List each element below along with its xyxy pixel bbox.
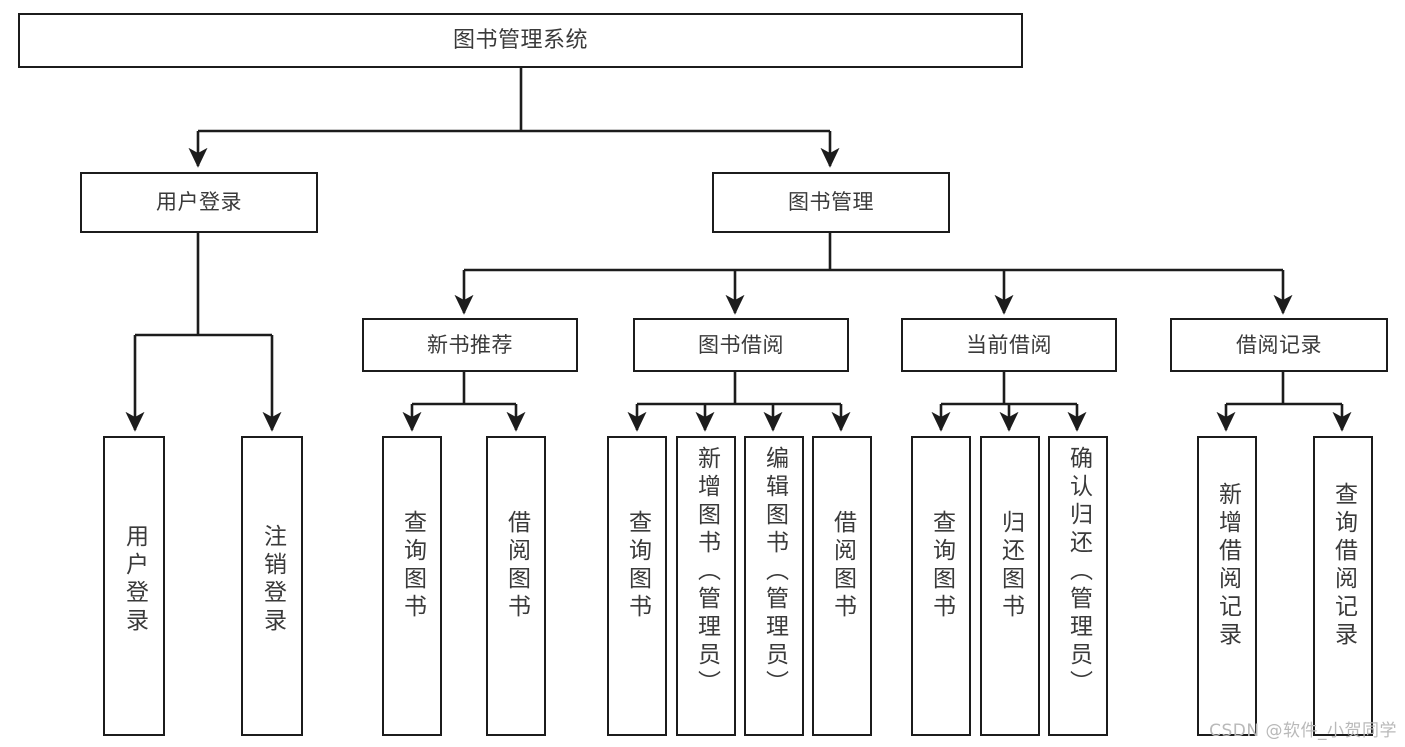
watermark-text: CSDN @软件_小贺同学: [1209, 721, 1397, 741]
node-label: 借阅图书: [829, 510, 856, 622]
leaf-logout-login[interactable]: 注销登录: [241, 436, 303, 736]
leaf-borrow-book-1[interactable]: 借阅图书: [486, 436, 546, 736]
node-root-book-management-system[interactable]: 图书管理系统: [18, 13, 1023, 68]
node-book-borrow[interactable]: 图书借阅: [633, 318, 849, 372]
node-label: 编辑图书（管理员）: [761, 446, 788, 698]
leaf-query-book-3[interactable]: 查询图书: [911, 436, 971, 736]
node-label: 图书管理系统: [452, 27, 588, 53]
node-label: 当前借阅: [966, 332, 1052, 357]
node-label: 查询图书: [399, 510, 426, 622]
node-label: 用户登录: [156, 190, 242, 215]
node-label: 借阅图书: [503, 510, 530, 622]
node-label: 确认归还（管理员）: [1065, 446, 1092, 698]
leaf-user-login[interactable]: 用户登录: [103, 436, 165, 736]
node-label: 用户登录: [121, 524, 148, 636]
leaf-query-borrow-record[interactable]: 查询借阅记录: [1313, 436, 1373, 736]
leaf-add-book-admin[interactable]: 新增图书（管理员）: [676, 436, 736, 736]
leaf-edit-book-admin[interactable]: 编辑图书（管理员）: [744, 436, 804, 736]
node-label: 借阅记录: [1236, 332, 1322, 357]
node-label: 查询借阅记录: [1330, 482, 1357, 650]
node-book-management[interactable]: 图书管理: [712, 172, 950, 233]
node-current-borrow[interactable]: 当前借阅: [901, 318, 1117, 372]
leaf-confirm-return-admin[interactable]: 确认归还（管理员）: [1048, 436, 1108, 736]
node-new-book-recommend[interactable]: 新书推荐: [362, 318, 578, 372]
leaf-borrow-book-2[interactable]: 借阅图书: [812, 436, 872, 736]
leaf-query-book-2[interactable]: 查询图书: [607, 436, 667, 736]
node-label: 图书借阅: [698, 332, 784, 357]
leaf-query-book-1[interactable]: 查询图书: [382, 436, 442, 736]
leaf-add-borrow-record[interactable]: 新增借阅记录: [1197, 436, 1257, 736]
node-label: 注销登录: [259, 524, 286, 636]
node-label: 归还图书: [997, 510, 1024, 622]
node-label: 查询图书: [928, 510, 955, 622]
node-label: 新增图书（管理员）: [693, 446, 720, 698]
node-label: 图书管理: [788, 190, 874, 215]
node-borrow-record[interactable]: 借阅记录: [1170, 318, 1388, 372]
node-label: 新书推荐: [427, 332, 513, 357]
node-label: 新增借阅记录: [1214, 482, 1241, 650]
leaf-return-book[interactable]: 归还图书: [980, 436, 1040, 736]
node-user-login[interactable]: 用户登录: [80, 172, 318, 233]
node-label: 查询图书: [624, 510, 651, 622]
